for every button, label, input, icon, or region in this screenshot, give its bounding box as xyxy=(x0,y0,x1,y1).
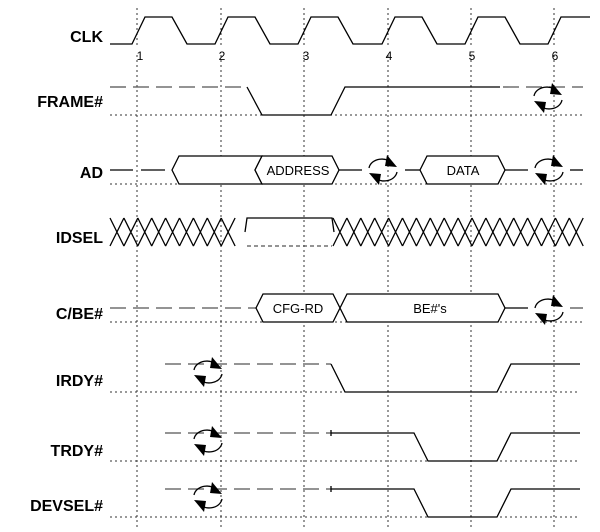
trdy-asserted xyxy=(330,430,580,462)
devsel-waveform xyxy=(110,481,580,518)
turnaround-arrows-icon xyxy=(193,481,223,513)
clock-edge-label-1: 1 xyxy=(137,49,144,63)
ad-waveform: ADDRESS DATA xyxy=(110,154,583,186)
clock-edge-label-3: 3 xyxy=(303,49,310,63)
idsel-waveform xyxy=(109,217,584,247)
clock-edge-label-5: 5 xyxy=(469,49,476,63)
ad-data-label: DATA xyxy=(447,163,480,178)
cbe-cfg-rd-label: CFG-RD xyxy=(273,301,324,316)
signal-label-clk: CLK xyxy=(70,29,103,46)
ad-address-label: ADDRESS xyxy=(267,163,330,178)
signal-label-idsel: IDSEL xyxy=(56,230,103,247)
trdy-waveform xyxy=(110,425,580,462)
signal-label-frame: FRAME# xyxy=(37,94,103,111)
frame-waveform xyxy=(110,82,583,116)
cbe-waveform: CFG-RD BE#'s xyxy=(110,293,583,326)
clock-edge-gridlines xyxy=(136,8,555,527)
clock-edge-label-6: 6 xyxy=(552,49,559,63)
turnaround-arrows-icon xyxy=(368,154,398,186)
devsel-asserted xyxy=(330,486,580,518)
idsel-dont-care xyxy=(109,217,584,247)
signal-label-irdy: IRDY# xyxy=(56,373,103,390)
clk-waveform xyxy=(110,16,590,45)
signal-label-devsel: DEVSEL# xyxy=(30,498,103,515)
turnaround-arrows-icon xyxy=(193,425,223,457)
frame-asserted xyxy=(246,86,500,116)
signal-label-trdy: TRDY# xyxy=(51,443,104,460)
irdy-waveform xyxy=(110,356,580,393)
clock-edge-label-2: 2 xyxy=(219,49,226,63)
cbe-byte-enables-label: BE#'s xyxy=(413,301,447,316)
turnaround-arrows-icon xyxy=(534,154,564,186)
ad-bus-idle xyxy=(171,155,264,185)
idsel-asserted xyxy=(244,217,335,233)
irdy-asserted xyxy=(330,363,580,393)
turnaround-arrows-icon xyxy=(193,356,223,388)
signal-label-cbe: C/BE# xyxy=(56,306,103,323)
clock-edge-label-4: 4 xyxy=(386,49,393,63)
signal-label-ad: AD xyxy=(80,165,103,182)
turnaround-arrows-icon xyxy=(534,294,564,326)
